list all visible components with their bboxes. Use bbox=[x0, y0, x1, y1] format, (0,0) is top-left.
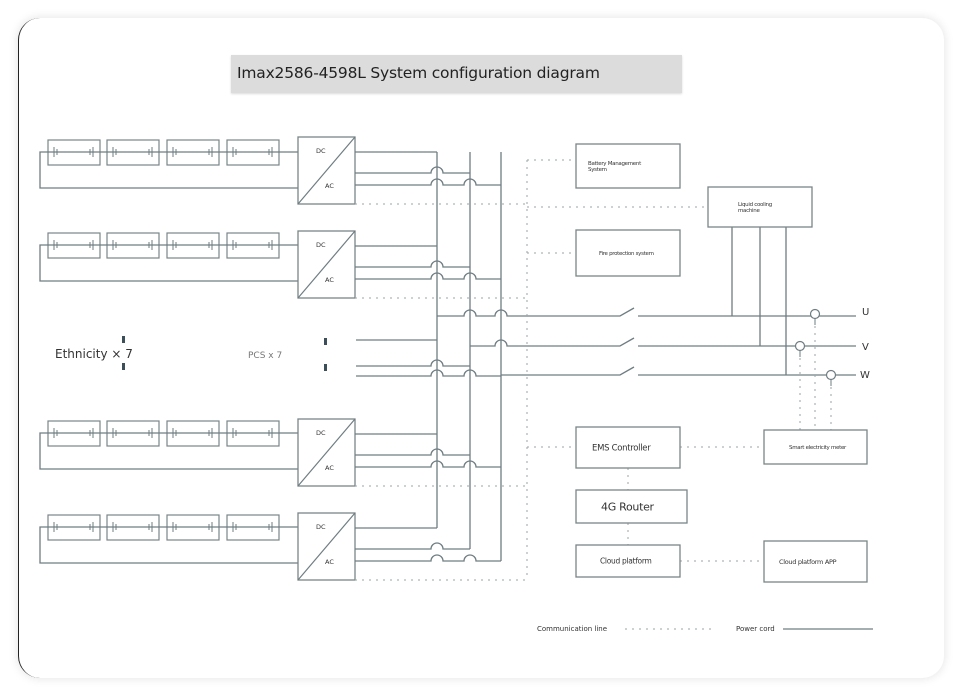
smart-meter-box bbox=[763, 429, 868, 465]
pcs-dc-label: DC bbox=[316, 241, 326, 249]
pcs-ac-label: AC bbox=[325, 558, 334, 566]
ellipsis-mark bbox=[324, 338, 327, 345]
pcs-diagonal bbox=[297, 418, 356, 487]
pcs-ac-output bbox=[355, 460, 501, 468]
pcs-diagonal bbox=[297, 230, 356, 299]
legend-communication-label: Communication line bbox=[537, 625, 607, 633]
bms-box-label: Battery Management bbox=[588, 161, 642, 167]
liquid-cooling-box bbox=[707, 186, 813, 228]
battery-string-wire bbox=[39, 151, 298, 189]
smart-meter-box-label: Smart electricity meter bbox=[789, 445, 847, 451]
pcs-ac-output bbox=[355, 178, 501, 186]
battery-strings bbox=[39, 139, 298, 564]
pcs-count-label: PCS x 7 bbox=[248, 351, 282, 361]
ems-controller-box bbox=[575, 426, 681, 469]
ellipsis-mark bbox=[122, 336, 125, 343]
ellipsis-mark bbox=[122, 363, 125, 370]
pcs-ac-output bbox=[356, 369, 501, 377]
phase-line bbox=[470, 337, 635, 347]
pcs-ac-label: AC bbox=[325, 276, 334, 284]
pcs-ac-label: AC bbox=[325, 464, 334, 472]
bms-box-label: System bbox=[588, 167, 607, 173]
cloud-platform-box bbox=[575, 544, 681, 578]
pcs-dc-label: DC bbox=[316, 147, 326, 155]
pcs-ac-output bbox=[355, 272, 501, 280]
liquid-cooling-box-label: Liquid cooling bbox=[738, 202, 772, 208]
router-box-label: 4G Router bbox=[601, 500, 655, 513]
pcs-diagonal bbox=[297, 512, 356, 581]
cloud-app-box bbox=[763, 540, 868, 583]
battery-string-wire bbox=[39, 526, 298, 564]
ems-controller-box-label: EMS Controller bbox=[592, 443, 651, 453]
pcs-ac-output bbox=[355, 554, 501, 562]
pcs-ac-output bbox=[356, 359, 470, 367]
current-transformer-icon bbox=[825, 369, 837, 381]
battery-string-wire bbox=[39, 244, 298, 282]
pcs-dc-label: DC bbox=[316, 429, 326, 437]
legend-power-label: Power cord bbox=[736, 625, 775, 633]
ethnicity-label: Ethnicity × 7 bbox=[55, 347, 133, 361]
pcs-ac-label: AC bbox=[325, 182, 334, 190]
fire-protection-box bbox=[575, 229, 681, 277]
power-bus bbox=[355, 151, 856, 562]
current-transformer-icon bbox=[794, 340, 806, 352]
current-transformer-icon bbox=[809, 308, 821, 320]
pcs-ac-output bbox=[355, 542, 470, 550]
communication-lines bbox=[355, 159, 832, 581]
phase-line bbox=[501, 366, 635, 376]
phase-label-w: W bbox=[860, 370, 870, 381]
pcs-ac-output bbox=[355, 166, 470, 174]
pcs-units: DC AC DC AC DC AC DC AC bbox=[297, 136, 356, 581]
pcs-ac-output bbox=[355, 448, 470, 456]
router-box bbox=[575, 489, 688, 524]
phase-label-v: V bbox=[862, 342, 869, 353]
battery-string-wire bbox=[39, 432, 298, 470]
liquid-cooling-box-label: machine bbox=[738, 208, 760, 214]
cloud-app-box-label: Cloud platform APP bbox=[779, 558, 837, 566]
page-title: Imax2586-4598L System configuration diag… bbox=[237, 64, 600, 82]
title-bar: Imax2586-4598L System configuration diag… bbox=[231, 55, 682, 93]
cloud-platform-box-label: Cloud platform bbox=[600, 557, 651, 566]
phase-label-u: U bbox=[862, 307, 869, 318]
bms-box bbox=[575, 143, 681, 189]
ellipsis-mark bbox=[324, 364, 327, 371]
fire-protection-box-label: Fire protection system bbox=[599, 251, 654, 257]
pcs-diagonal bbox=[297, 136, 356, 205]
pcs-ac-output bbox=[355, 260, 470, 268]
phase-line bbox=[437, 307, 635, 317]
pcs-dc-label: DC bbox=[316, 523, 326, 531]
